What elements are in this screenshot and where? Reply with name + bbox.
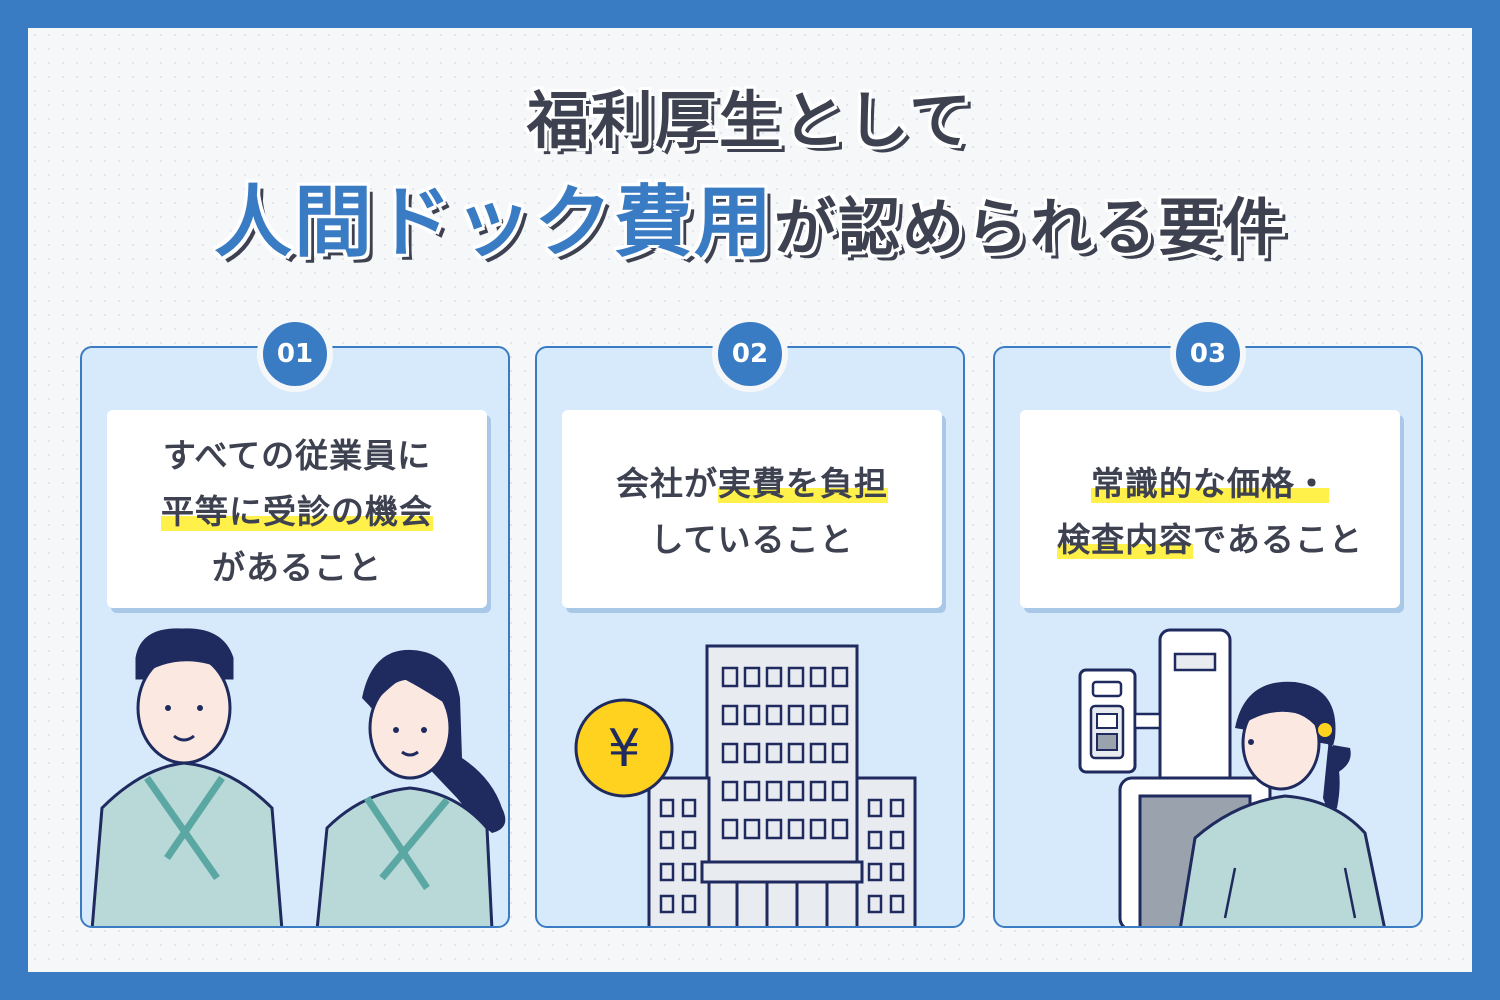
yen-coin-icon: ¥	[574, 698, 674, 798]
text-line: すべての従業員に	[162, 436, 432, 475]
title-line-2: 人間ドック費用が認められる要件	[0, 160, 1500, 272]
requirement-number-badge-2: 02	[712, 316, 788, 392]
title-rest: が認められる要件	[774, 191, 1287, 264]
requirement-card-1: すべての従業員に 平等に受診の機会 があること	[80, 346, 510, 928]
requirement-card-2: 会社が実費を負担 していること ¥	[535, 346, 965, 928]
requirement-text-box: すべての従業員に 平等に受診の機会 があること	[107, 410, 487, 608]
text-line: があること	[212, 548, 382, 587]
text-line: していること	[650, 520, 854, 559]
medical-scanner-icon	[1078, 628, 1386, 926]
text-line: 検査内容であること	[1057, 520, 1363, 559]
office-building-icon	[647, 644, 917, 926]
text-line: 会社が実費を負担	[616, 464, 888, 503]
requirement-card-3: 常識的な価格・ 検査内容であること	[993, 346, 1423, 928]
requirement-text-box: 会社が実費を負担 していること	[562, 410, 942, 608]
requirement-number-badge-1: 01	[257, 316, 333, 392]
requirement-text-box: 常識的な価格・ 検査内容であること	[1020, 410, 1400, 608]
text-line: 常識的な価格・	[1091, 464, 1329, 503]
people-in-gowns-icon	[90, 628, 506, 926]
yen-symbol: ¥	[607, 719, 640, 779]
patient-icon	[1179, 681, 1386, 926]
title-line-1: 福利厚生として	[526, 84, 974, 157]
text-line: 平等に受診の機会	[161, 492, 433, 531]
title-highlight: 人間ドック費用	[213, 178, 774, 268]
requirement-number-badge-3: 03	[1170, 316, 1246, 392]
